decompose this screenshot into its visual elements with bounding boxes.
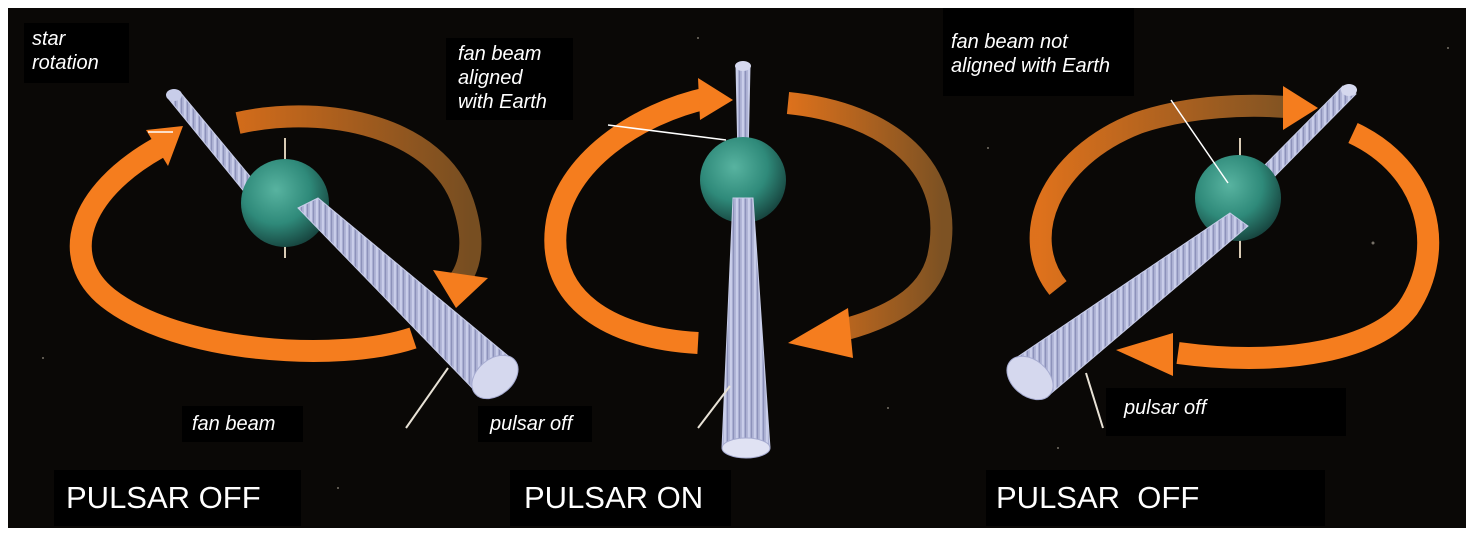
- rotation-arrowhead: [788, 308, 853, 358]
- label-pulsar-off-center: pulsar off: [478, 406, 592, 442]
- label-aligned-with-earth: fan beam aligned with Earth: [446, 38, 573, 120]
- label-pulsar-off-right-text: pulsar off: [1124, 397, 1206, 419]
- label-not-aligned-with-earth: fan beam not aligned with Earth: [943, 8, 1134, 96]
- label-aligned-line-1: fan beam: [458, 42, 547, 66]
- label-fan-beam: fan beam: [182, 406, 303, 442]
- panel-3-graphic: [999, 84, 1429, 428]
- label-star-rotation-line-2: rotation: [32, 51, 99, 75]
- panel-1-graphic: [81, 89, 527, 428]
- label-fan-beam-text: fan beam: [192, 413, 275, 435]
- label-aligned-line-2: aligned: [458, 66, 547, 90]
- label-pulsar-off-center-text: pulsar off: [490, 413, 572, 435]
- label-aligned-line-3: with Earth: [458, 90, 547, 114]
- state-label-panel-3: PULSAR OFF: [986, 470, 1325, 526]
- state-label-panel-1: PULSAR OFF: [54, 470, 301, 526]
- diagram-artwork: [8, 8, 1466, 528]
- label-not-aligned-line-2: aligned with Earth: [951, 54, 1110, 78]
- panel-2-graphic: [555, 61, 941, 458]
- label-not-aligned-line-1: fan beam not: [951, 30, 1110, 54]
- pulsar-diagram: star rotation fan beam fan beam aligned …: [8, 8, 1466, 528]
- beam-large: [298, 198, 513, 394]
- label-star-rotation-line-1: star: [32, 27, 99, 51]
- label-pulsar-off-right: pulsar off: [1106, 388, 1346, 436]
- state-label-panel-2: PULSAR ON: [510, 470, 731, 526]
- rotation-arrow-back: [788, 103, 941, 330]
- beam-large: [722, 198, 770, 448]
- beam-small: [168, 92, 258, 194]
- label-star-rotation: star rotation: [24, 23, 129, 83]
- rotation-arrowhead: [1116, 333, 1173, 376]
